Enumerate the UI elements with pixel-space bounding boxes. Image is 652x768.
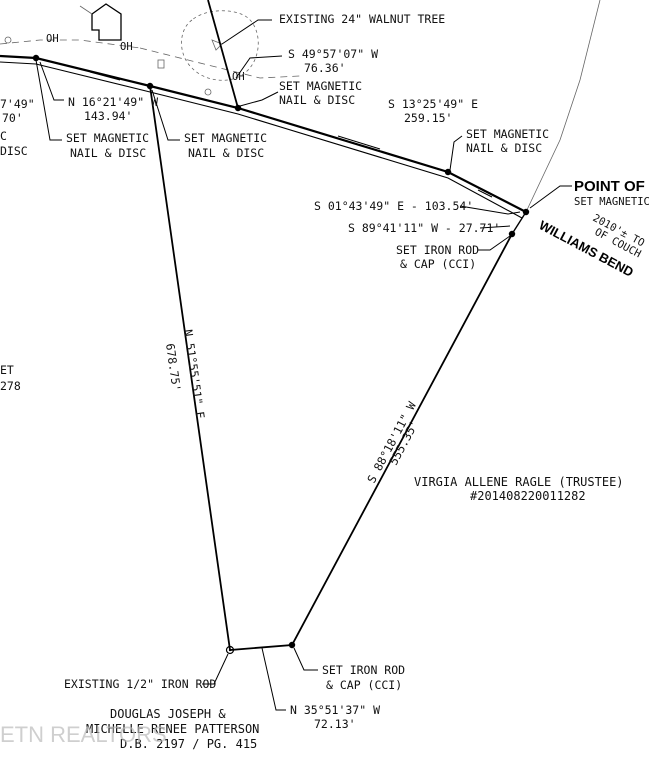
boundary-line-tree (207, 0, 239, 109)
utility-pole-icon (204, 88, 212, 96)
walnut-tree-icon (181, 10, 259, 81)
label-leaders (35, 19, 572, 711)
oh-label-2: OH (120, 41, 133, 53)
magnetic-nail-marker (444, 168, 452, 176)
label-left-fragment: ET (0, 363, 14, 377)
distance-west: 143.94' (84, 109, 132, 123)
set-magnetic-label: SET MAGNETIC (466, 127, 549, 141)
distance-road: 259.15' (404, 111, 452, 125)
property-boundary (149, 85, 527, 651)
tie-bearing-1: S 01°43'49" E - 103.54' (314, 199, 473, 213)
oh-label-1: OH (46, 33, 59, 45)
distance-tree-line: 76.36' (304, 61, 346, 75)
cap-cci-label: & CAP (CCI) (326, 678, 402, 692)
magnetic-nail-marker (32, 54, 40, 62)
bearing-south-side: N 35°51'37" W (290, 703, 380, 717)
nail-disc-label: NAIL & DISC (279, 93, 355, 107)
set-iron-rod-label: SET IRON ROD (396, 243, 479, 257)
set-magnetic-label: SET MAGNETIC (66, 131, 149, 145)
owner-instrument: #201408220011282 (470, 489, 586, 503)
iron-rod-marker (508, 230, 516, 238)
utility-box-icon (157, 59, 165, 69)
house-footprint (79, 3, 122, 41)
set-magnetic-label: SET MAGNETIC (279, 79, 362, 93)
bearing-arrows (89, 71, 493, 198)
point-of-beginning-label: POINT OF (574, 178, 645, 195)
adjoining-deed-book: D.B. 2197 / PG. 415 (120, 737, 257, 751)
distance-long-side: 678.75' (163, 342, 184, 392)
watermark-text: ETN REALTORS (0, 722, 167, 747)
bearing-road: S 13°25'49" E (388, 97, 478, 111)
magnetic-nail-marker (234, 104, 242, 112)
bearing-west: N 16°21'49" W (68, 95, 158, 109)
bearing-long-side: N 51°55'51" E (181, 328, 207, 419)
tie-bearing-2: S 89°41'11" W - 27.71' (348, 221, 500, 235)
magnetic-nail-marker (146, 82, 154, 90)
survey-markers (32, 54, 530, 655)
distance-left-fragment: 70' (2, 111, 23, 125)
adjoining-owner-line-1: DOUGLAS JOSEPH & (110, 707, 226, 721)
set-iron-rod-label: SET IRON ROD (322, 663, 405, 677)
road-right-of-way (0, 0, 601, 219)
cap-cci-label: & CAP (CCI) (400, 257, 476, 271)
nail-disc-label: NAIL & DISC (188, 146, 264, 160)
label-left-fragment: 278 (0, 379, 21, 393)
existing-iron-rod-label: EXISTING 1/2" IRON ROD (64, 677, 216, 691)
bearing-tree-line: S 49°57'07" W (288, 47, 378, 61)
utility-pole-icon (4, 36, 12, 44)
pob-set-magnetic: SET MAGNETIC (574, 196, 650, 208)
existing-iron-rod-marker (225, 645, 235, 655)
distance-south-side: 72.13' (314, 717, 356, 731)
walnut-tree-label: EXISTING 24" WALNUT TREE (279, 12, 445, 26)
adjoining-owner-line-2: MICHELLE RENEE PATTERSON (86, 722, 259, 736)
set-magnetic-label: SET MAGNETIC (184, 131, 267, 145)
nail-disc-label: NAIL & DISC (466, 141, 542, 155)
nail-disc-label: NAIL & DISC (70, 146, 146, 160)
label-left-fragment: DISC (0, 144, 28, 158)
label-left-fragment: C (0, 129, 7, 143)
pob-marker (522, 208, 530, 216)
iron-rod-marker (288, 641, 296, 649)
owner-name: VIRGIA ALLENE RAGLE (TRUSTEE) (414, 475, 624, 489)
bearing-left-fragment: 7'49" (0, 97, 35, 111)
